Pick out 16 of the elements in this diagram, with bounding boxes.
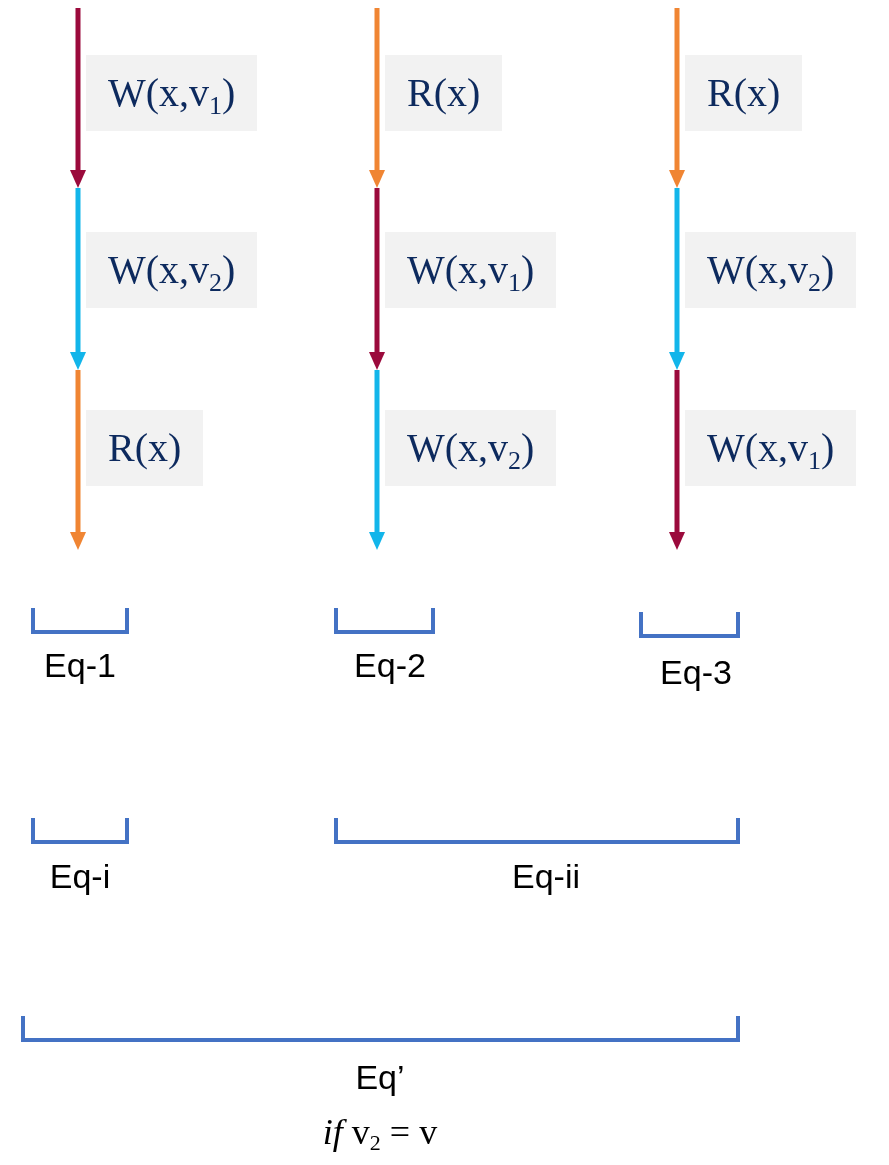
equation-label: if v$_{2}$ = v <box>322 1112 438 1152</box>
operation-label: W(x,v$_{1}$) <box>86 55 258 131</box>
operation-label: W(x,v$_{1}$) <box>685 410 857 486</box>
equation-label: Eq-ii <box>512 856 580 896</box>
equation-label: Eq-i <box>49 856 111 896</box>
operation-label: R(x) <box>86 410 204 486</box>
equation-label: Eq-1 <box>44 645 116 685</box>
operation-label: R(x) <box>685 55 803 131</box>
operation-label: W(x,v$_{2}$) <box>86 232 258 308</box>
operation-label: W(x,v$_{1}$) <box>385 232 557 308</box>
equation-label: Eq-3 <box>660 652 732 692</box>
operation-label: W(x,v$_{2}$) <box>685 232 857 308</box>
equation-label: Eq’ <box>355 1057 405 1097</box>
operation-label: R(x) <box>385 55 503 131</box>
equation-label: Eq-2 <box>354 645 426 685</box>
operation-label: W(x,v$_{2}$) <box>385 410 557 486</box>
